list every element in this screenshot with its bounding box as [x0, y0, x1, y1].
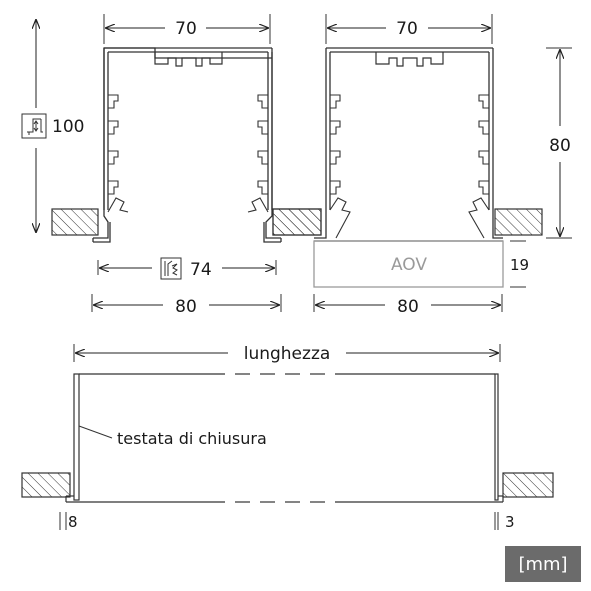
right-ceiling-block-right — [494, 208, 543, 236]
right-dimension-diffuser: 19 — [510, 240, 529, 288]
left-ceiling-block-left — [51, 208, 99, 236]
left-height-label: 100 — [52, 117, 84, 137]
end-cap-left — [73, 373, 80, 501]
end-cap-label: testata di chiusura — [117, 429, 267, 448]
left-inner-width-label: 74 — [190, 260, 212, 280]
left-dimension-top: 70 — [103, 14, 271, 44]
right-ceiling-block-left — [272, 208, 322, 236]
right-dimension-height: 80 — [546, 47, 572, 239]
side-view: lunghezza testata di chiusura 8 — [21, 344, 554, 531]
left-dimension-inner: 74 — [97, 257, 277, 280]
unit-badge: [mm] — [505, 546, 581, 582]
right-width-top-label: 70 — [396, 19, 418, 39]
end-cap-right — [494, 373, 499, 501]
length-label: lunghezza — [244, 344, 331, 364]
right-outer-width-label: 80 — [397, 297, 419, 317]
right-end-label: 3 — [505, 513, 515, 531]
cutout-symbol-icon — [160, 257, 182, 280]
side-ceiling-block-right — [502, 472, 554, 498]
aov-label: AOV — [391, 255, 427, 275]
left-dimension-outer: 80 — [91, 294, 282, 317]
right-dimension-outer: 80 — [313, 294, 503, 317]
left-width-top-label: 70 — [175, 19, 197, 39]
aov-diffuser: AOV — [313, 240, 504, 288]
height-symbol-icon — [21, 113, 47, 139]
right-profile — [272, 47, 543, 242]
diffuser-height-label: 19 — [510, 256, 529, 274]
left-outer-width-label: 80 — [175, 297, 197, 317]
side-ceiling-block-left — [21, 472, 71, 498]
left-profile-body — [93, 47, 281, 239]
right-dimension-top: 70 — [325, 14, 493, 44]
left-end-label: 8 — [68, 513, 78, 531]
left-dimension-height: 100 — [21, 20, 84, 232]
right-height-label: 80 — [549, 136, 571, 156]
